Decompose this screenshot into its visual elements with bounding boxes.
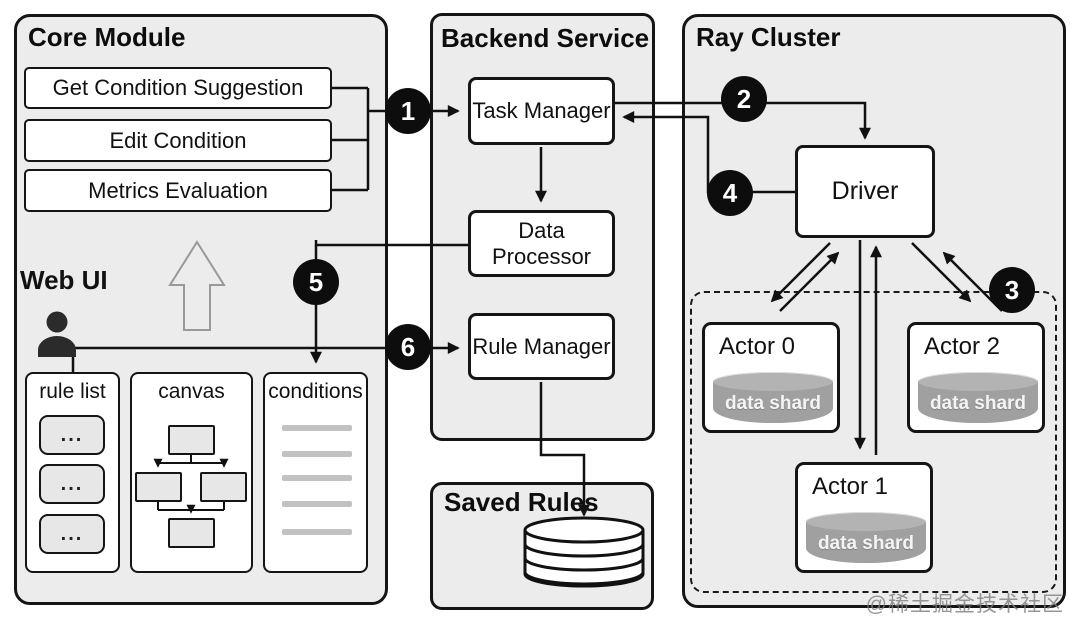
step-3-badge: 3 <box>989 267 1035 313</box>
actor-1-box: Actor 1 data shard <box>795 462 933 573</box>
driver-box: Driver <box>795 145 935 238</box>
rule-list-item: ... <box>39 464 105 504</box>
dataproc-feedback-line <box>314 240 468 247</box>
data-shard-label: data shard <box>929 393 1027 414</box>
saved-rules-title: Saved Rules <box>444 487 599 517</box>
taskmgr-to-driver-arrow <box>615 101 871 140</box>
task-manager-box: Task Manager <box>468 77 615 145</box>
actor-0-title: Actor 0 <box>719 333 796 360</box>
rule-list-item: ... <box>39 514 105 554</box>
rule-list-title: rule list <box>39 380 106 403</box>
actor-0-box: Actor 0 data shard <box>702 322 840 433</box>
canvas-node-right <box>200 472 247 502</box>
step-1-badge: 1 <box>385 88 431 134</box>
user-icon <box>38 311 76 357</box>
action-metrics-evaluation: Metrics Evaluation <box>24 169 332 212</box>
data-shard-cylinder: data shard <box>918 372 1038 423</box>
ray-cluster-title: Ray Cluster <box>696 22 841 52</box>
actor-2-title: Actor 2 <box>924 333 1001 360</box>
rule-list-panel: rule list ... ... ... <box>25 372 120 573</box>
action-edit-condition: Edit Condition <box>24 119 332 162</box>
data-shard-label: data shard <box>724 393 822 414</box>
data-shard-label: data shard <box>817 533 915 554</box>
core-module-title: Core Module <box>28 22 186 52</box>
driver-to-actor2-arrow <box>911 242 972 303</box>
action-get-condition-suggestion: Get Condition Suggestion <box>24 67 332 109</box>
condition-line <box>282 529 352 535</box>
rule-manager-box: Rule Manager <box>468 313 615 380</box>
step-2-badge: 2 <box>721 76 767 122</box>
conditions-title: conditions <box>268 380 363 403</box>
canvas-node-left <box>135 472 182 502</box>
data-shard-cylinder: data shard <box>713 372 833 423</box>
step-4-badge: 4 <box>707 170 753 216</box>
database-icon <box>523 516 645 588</box>
actor-pool-dashed-box <box>690 291 1057 593</box>
actor0-to-driver-arrow <box>779 251 840 312</box>
cylinder-top <box>806 512 926 531</box>
condition-line <box>282 451 352 457</box>
canvas-node-bottom <box>168 518 215 548</box>
rule-list-item: ... <box>39 415 105 455</box>
condition-line <box>282 425 352 431</box>
step-5-badge: 5 <box>293 259 339 305</box>
driver-to-actor0-arrow <box>770 242 831 303</box>
rulemgr-to-db-arrow <box>539 382 590 517</box>
data-shard-cylinder: data shard <box>806 512 926 563</box>
actor-2-box: Actor 2 data shard <box>907 322 1045 433</box>
actor-1-title: Actor 1 <box>812 473 889 500</box>
data-processor-box: Data Processor <box>468 210 615 277</box>
condition-line <box>282 475 352 481</box>
canvas-flow-connectors <box>153 455 229 514</box>
canvas-node-top <box>168 425 215 455</box>
cylinder-top <box>713 372 833 391</box>
canvas-title: canvas <box>158 380 225 403</box>
conditions-panel: conditions <box>263 372 368 573</box>
condition-line <box>282 501 352 507</box>
cylinder-top <box>918 372 1038 391</box>
backend-service-title: Backend Service <box>441 23 650 53</box>
web-ui-label: Web UI <box>20 265 108 295</box>
watermark: @稀土掘金技术社区 <box>865 593 1064 616</box>
up-arrow-icon <box>168 240 226 331</box>
step-6-badge: 6 <box>385 324 431 370</box>
